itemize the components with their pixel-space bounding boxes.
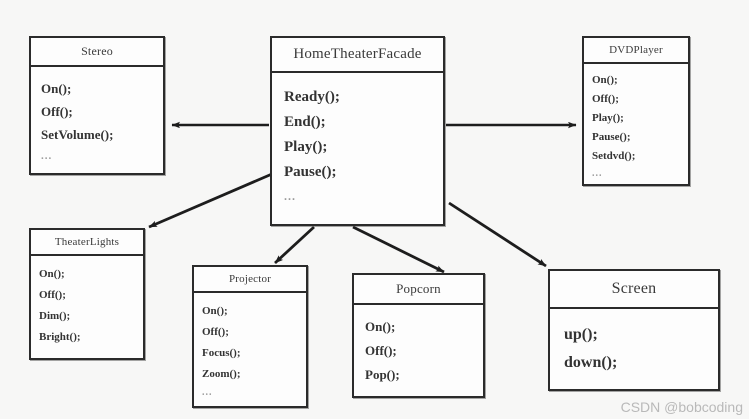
class-methods-stereo: On(); Off(); SetVolume(); ... [31, 67, 163, 166]
class-title-popcorn: Popcorn [354, 275, 483, 305]
method-item: Pause(); [284, 164, 337, 180]
method-item: Ready(); [284, 89, 340, 105]
method-item: Off(); [592, 93, 619, 105]
edge-facade-to-screen [448, 201, 547, 268]
watermark-text: CSDN @bobcoding [620, 399, 743, 415]
method-item: Zoom(); [202, 368, 241, 380]
method-item: Setdvd(); [592, 150, 636, 162]
class-title-theaterlights: TheaterLights [31, 230, 143, 256]
method-item: On(); [39, 268, 65, 280]
method-item: up(); [564, 326, 598, 343]
method-ellipsis: ... [202, 387, 213, 398]
method-item: Pop(); [365, 367, 400, 382]
method-item: Off(); [365, 343, 397, 358]
method-item: Play(); [284, 139, 328, 155]
class-box-dvdplayer[interactable]: DVDPlayer On(); Off(); Play(); Pause(); … [582, 36, 690, 186]
class-title-projector: Projector [194, 267, 306, 293]
method-item: On(); [41, 81, 72, 96]
method-ellipsis: ... [41, 150, 53, 162]
class-title-home-theater-facade: HomeTheaterFacade [272, 38, 443, 73]
edge-facade-to-projector [274, 225, 315, 265]
class-box-projector[interactable]: Projector On(); Off(); Focus(); Zoom(); … [192, 265, 308, 408]
method-item: On(); [365, 319, 396, 334]
method-item: Focus(); [202, 347, 241, 359]
method-item: Dim(); [39, 310, 71, 322]
method-item: Play(); [592, 112, 624, 124]
method-item: End(); [284, 114, 326, 130]
method-item: Pause(); [592, 131, 631, 143]
edge-facade-to-theaterlights [148, 172, 273, 229]
method-ellipsis: ... [284, 189, 296, 203]
class-box-popcorn[interactable]: Popcorn On(); Off(); Pop(); [352, 273, 485, 398]
method-ellipsis: ... [592, 168, 603, 179]
class-title-dvdplayer: DVDPlayer [584, 38, 688, 64]
method-item: Bright(); [39, 331, 81, 343]
class-box-stereo[interactable]: Stereo On(); Off(); SetVolume(); ... [29, 36, 165, 175]
method-item: down(); [564, 354, 618, 371]
class-methods-popcorn: On(); Off(); Pop(); [354, 305, 483, 387]
method-item: Off(); [41, 104, 73, 119]
class-box-theaterlights[interactable]: TheaterLights On(); Off(); Dim(); Bright… [29, 228, 145, 360]
class-title-stereo: Stereo [31, 38, 163, 67]
class-methods-projector: On(); Off(); Focus(); Zoom(); ... [194, 293, 306, 401]
method-item: SetVolume(); [41, 127, 114, 142]
class-methods-home-theater-facade: Ready(); End(); Play(); Pause(); ... [272, 73, 443, 207]
method-item: On(); [202, 305, 228, 317]
class-methods-screen: up(); down(); [550, 309, 718, 377]
class-box-home-theater-facade[interactable]: HomeTheaterFacade Ready(); End(); Play()… [270, 36, 445, 226]
class-methods-dvdplayer: On(); Off(); Play(); Pause(); Setdvd(); … [584, 64, 688, 182]
class-box-screen[interactable]: Screen up(); down(); [548, 269, 720, 391]
method-item: Off(); [202, 326, 229, 338]
method-item: On(); [592, 74, 618, 86]
class-methods-theaterlights: On(); Off(); Dim(); Bright(); [31, 256, 143, 348]
method-item: Off(); [39, 289, 66, 301]
edge-facade-to-popcorn [352, 225, 445, 274]
class-title-screen: Screen [550, 271, 718, 309]
